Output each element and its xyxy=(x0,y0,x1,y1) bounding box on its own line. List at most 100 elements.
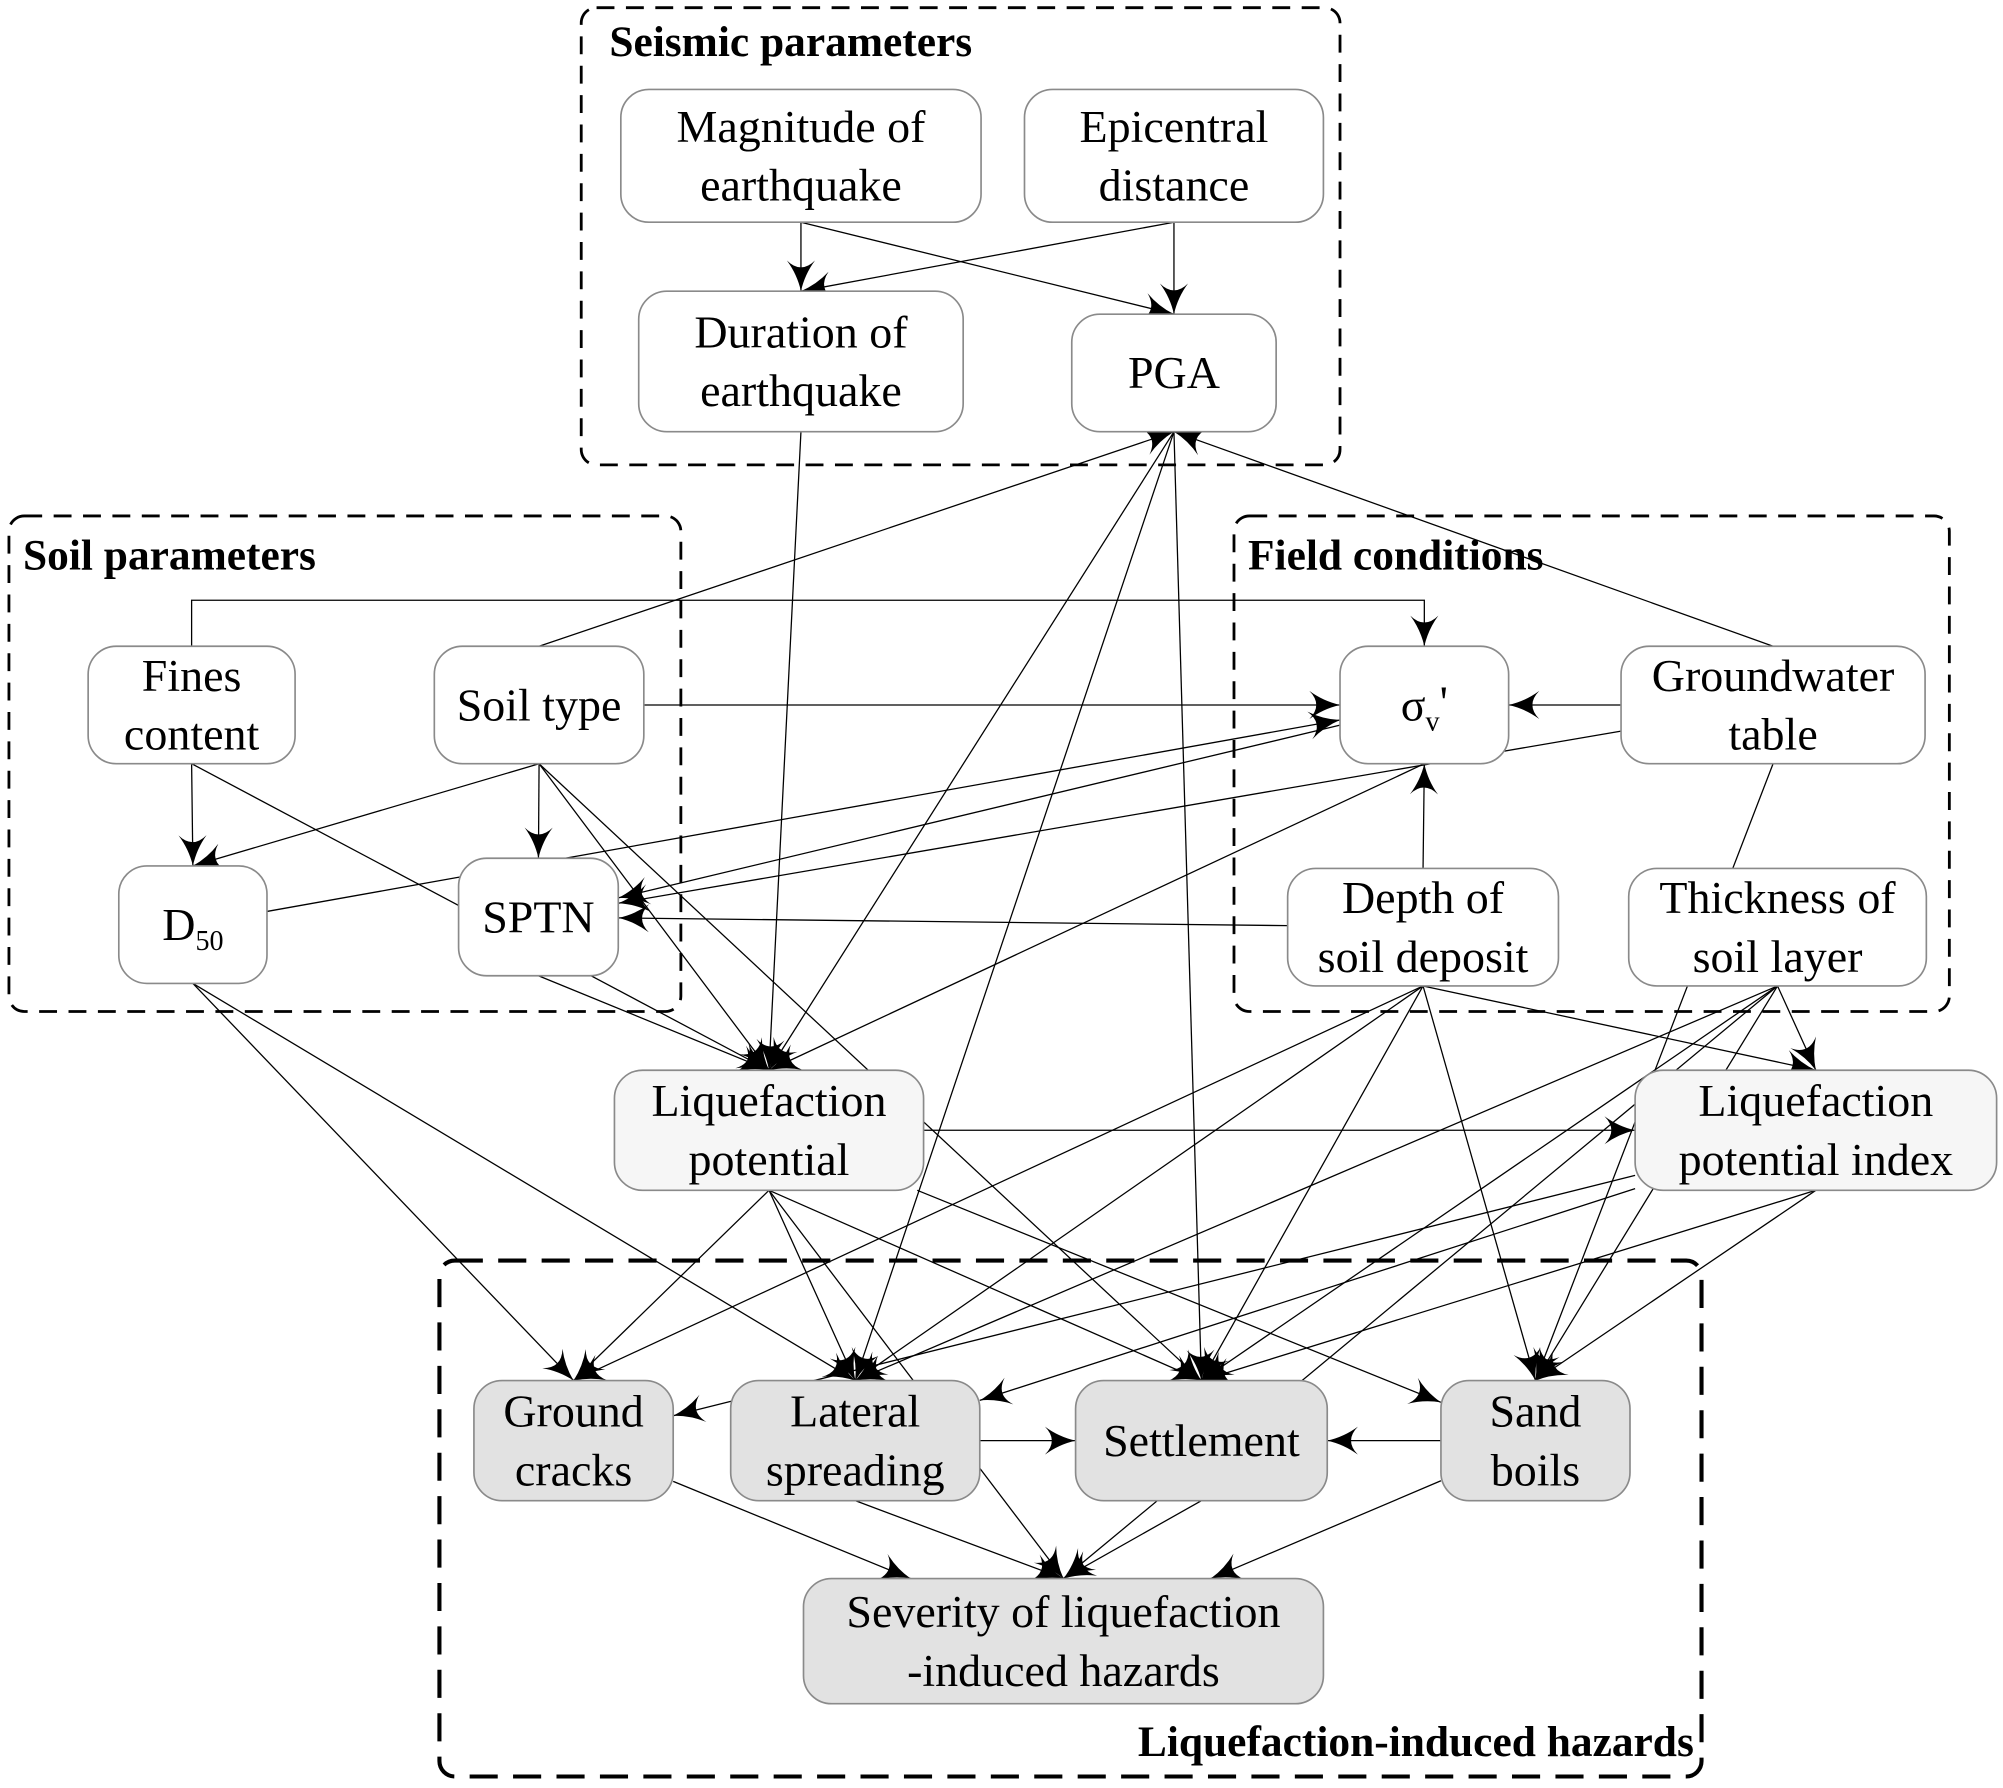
node-label-line: Fines xyxy=(142,650,242,701)
node-label-line: soil deposit xyxy=(1318,931,1529,982)
arrowhead-icon xyxy=(1307,711,1341,740)
edge-line xyxy=(1200,985,1424,1381)
node-box[interactable] xyxy=(87,645,296,765)
node-box[interactable] xyxy=(473,1379,675,1502)
edge-pga-to-lp xyxy=(768,431,1175,1071)
arrowhead-icon xyxy=(1201,1358,1235,1385)
arrowhead-icon xyxy=(979,1377,1014,1405)
edge-lateral-to-settlement xyxy=(979,1426,1076,1455)
arrowhead-icon xyxy=(1604,1116,1636,1145)
node-soiltype[interactable]: Soil type xyxy=(433,645,645,765)
edge-line xyxy=(618,724,1341,899)
edge-line xyxy=(192,763,540,867)
edge-sptn-to-lp xyxy=(538,975,770,1072)
node-label-line: potential index xyxy=(1679,1134,1954,1185)
node-d50[interactable]: D50 xyxy=(117,865,268,985)
node-box[interactable] xyxy=(619,88,982,224)
arrowhead-icon xyxy=(1159,283,1189,315)
group-boxes: Seismic parameters Soil parameters Field… xyxy=(7,6,1951,1779)
edge-line xyxy=(1535,1189,1817,1382)
edge-lateral-to-severity xyxy=(855,1500,1064,1581)
edge-line xyxy=(673,1174,1636,1417)
group-title-hazards: Liquefaction-induced hazards xyxy=(1138,1718,1694,1766)
edge-d50-to-sigma xyxy=(266,711,1341,913)
group-soil-parameters: Soil parameters xyxy=(7,514,683,1013)
group-box-seismic xyxy=(579,6,1342,467)
node-sigma[interactable]: σv' xyxy=(1339,645,1510,765)
node-label-line: Groundwater xyxy=(1652,650,1895,701)
edge-line xyxy=(768,431,802,1071)
node-box[interactable] xyxy=(117,865,268,985)
node-box[interactable] xyxy=(433,645,645,765)
arrowhead-icon xyxy=(1063,1551,1098,1579)
edge-groundwater-to-pga xyxy=(1173,428,1774,647)
arrowhead-icon xyxy=(786,260,815,292)
arrowhead-icon xyxy=(573,1349,606,1381)
edge-lpi-to-lateral xyxy=(979,1188,1636,1405)
arrowhead-icon xyxy=(1033,1545,1064,1579)
node-label-line: Ground xyxy=(503,1386,643,1437)
node-box[interactable] xyxy=(1627,867,1928,987)
node-label-line: Liquefaction xyxy=(1698,1075,1933,1126)
node-box[interactable] xyxy=(1339,645,1510,765)
edge-line xyxy=(192,982,575,1382)
edge-line xyxy=(1173,431,1774,647)
group-seismic-parameters: Seismic parameters xyxy=(579,6,1342,467)
node-box[interactable] xyxy=(1023,88,1325,224)
edge-settlement-to-severity xyxy=(1063,1500,1202,1580)
node-settlement[interactable]: Settlement xyxy=(1074,1379,1329,1502)
edge-line xyxy=(800,221,1175,292)
node-box[interactable] xyxy=(457,857,620,977)
edge-line xyxy=(768,1189,1202,1382)
edge-line xyxy=(618,917,1288,927)
node-box[interactable] xyxy=(1620,645,1926,765)
edge-depth-to-lateral xyxy=(854,985,1424,1382)
node-box[interactable] xyxy=(1286,867,1560,987)
edge-line xyxy=(1422,985,1816,1071)
node-severity[interactable]: Severity of liquefaction-induced hazards xyxy=(802,1577,1325,1705)
node-label-line: Settlement xyxy=(1103,1415,1300,1466)
node-label-line: Thickness of xyxy=(1659,872,1896,923)
arrowhead-icon xyxy=(1167,1355,1202,1382)
node-pga[interactable]: PGA xyxy=(1070,313,1277,433)
node-box[interactable] xyxy=(613,1069,925,1192)
edge-depth-to-sandboils xyxy=(1422,985,1541,1381)
group-box-hazards xyxy=(437,1258,1704,1779)
node-box[interactable] xyxy=(1440,1379,1631,1502)
node-label-line: Severity of liquefaction xyxy=(846,1586,1280,1637)
node-lpi[interactable]: Liquefaction potential index xyxy=(1634,1069,1998,1192)
arrowhead-icon xyxy=(1044,1426,1076,1455)
arrowhead-icon xyxy=(1535,1351,1569,1381)
node-box[interactable] xyxy=(1070,313,1277,433)
edge-line xyxy=(1201,985,1778,1382)
arrowhead-icon xyxy=(769,1044,803,1071)
edge-line xyxy=(1422,985,1537,1381)
arrowhead-icon xyxy=(178,835,207,866)
node-label-line: earthquake xyxy=(700,160,902,211)
node-label-line: Epicentral xyxy=(1079,101,1268,152)
arrowhead-icon xyxy=(1327,1426,1358,1455)
node-sptn[interactable]: SPTN xyxy=(457,857,620,977)
node-box[interactable] xyxy=(1074,1379,1329,1502)
node-box[interactable] xyxy=(729,1379,981,1502)
arrowhead-icon xyxy=(1309,690,1341,720)
arrowhead-icon xyxy=(876,1553,911,1580)
node-box[interactable] xyxy=(1634,1069,1998,1192)
group-title-seismic: Seismic parameters xyxy=(609,18,972,66)
node-label-line: SPTN xyxy=(482,891,594,942)
node-box[interactable] xyxy=(637,290,965,433)
node-box[interactable] xyxy=(802,1577,1325,1705)
edge-line xyxy=(538,431,1175,647)
edge-soiltype-to-sigma xyxy=(643,690,1341,720)
